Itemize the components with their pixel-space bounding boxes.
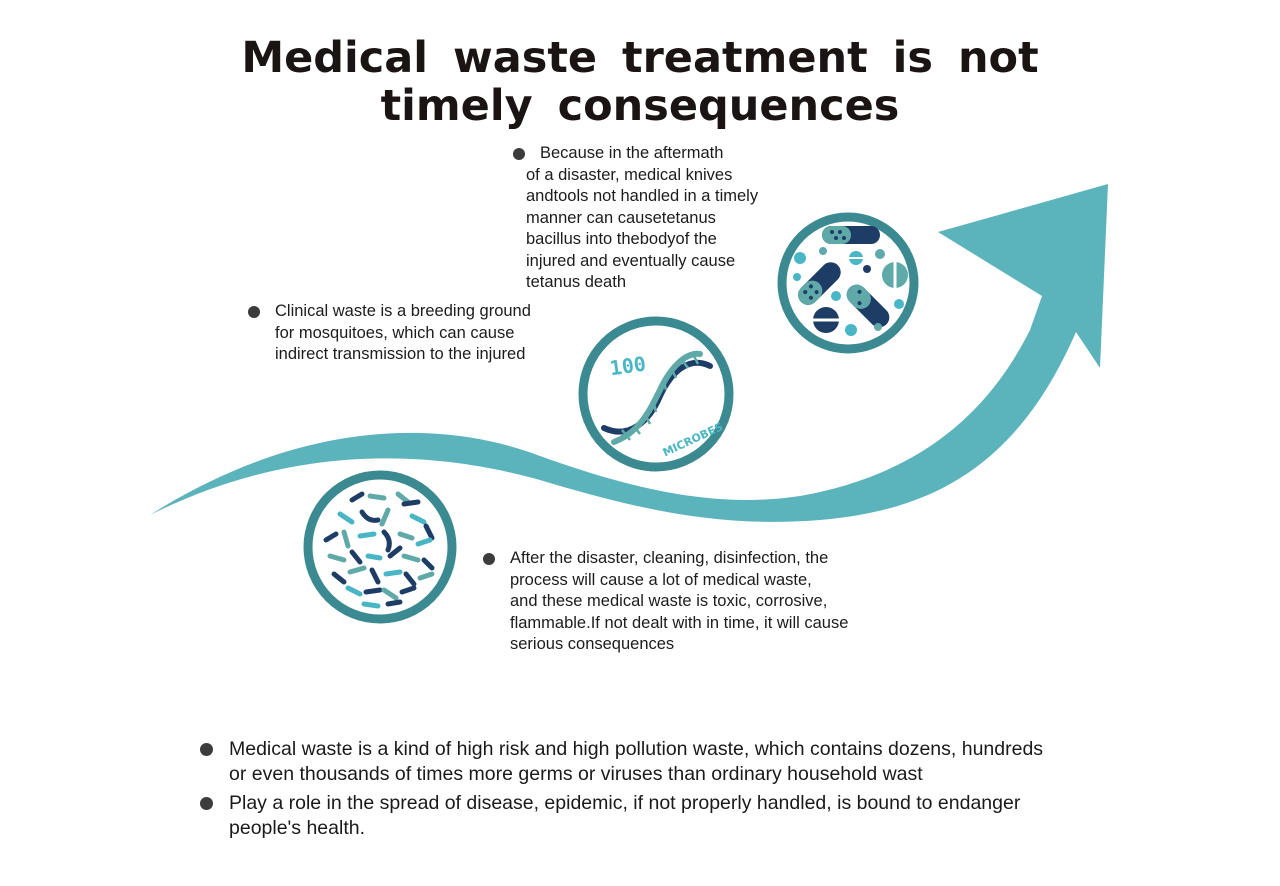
bottom-line: or even thousands of times more germs or… [229,763,923,785]
note-line: bacillus into thebodyof the [526,230,717,248]
bottom-item-1: Medical waste is a kind of high risk and… [200,737,1044,787]
dna-icon [601,350,713,445]
note-line: of a disaster, medical knives [526,165,733,184]
bottom-line: Medical waste is a kind of high risk and… [229,738,1044,760]
note-disaster-knives: Because in the aftermath of a disaster, … [513,143,758,294]
capsule-icon [798,262,841,305]
note-line: flammable.If not dealt with in time, it … [510,613,849,632]
bullet-dot [513,148,525,160]
title-line-2: timely consequences [380,81,900,131]
tablet-icon [793,247,908,336]
note-line: After the disaster, cleaning, disinfecti… [510,549,829,567]
bacteria-circle [303,470,457,624]
pills-circle [777,212,919,354]
note-line: manner can causetetanus [526,208,716,227]
page-title: Medical waste treatment is not timely co… [0,34,1280,130]
note-line: Because in the aftermath [540,144,724,162]
note-line: Clinical waste is a breeding ground [275,302,531,320]
note-line: and these medical waste is toxic, corros… [510,592,828,610]
dna-top-label: 100 [608,351,647,380]
bullet-dot [200,743,213,756]
note-line: for mosquitoes, which can cause [275,323,515,342]
growth-arrow [150,184,1108,522]
note-line: indirect transmission to the injured [275,345,526,363]
bottom-item-2: Play a role in the spread of disease, ep… [200,791,1021,841]
note-line: tetanus death [526,273,626,291]
note-line: process will cause a lot of medical wast… [510,570,812,589]
bullet-dot [248,306,260,318]
note-line: andtools not handled in a timely [526,187,759,205]
dna-circle: 100 MICROBES [578,316,734,472]
capsule-icon [846,284,890,328]
bacteria-icon [323,491,435,609]
title-line-1: Medical waste treatment is not [241,33,1039,83]
bullet-dot [483,553,495,565]
note-cleaning: After the disaster, cleaning, disinfecti… [483,548,849,656]
bullet-dot [200,797,213,810]
note-mosquitoes: Clinical waste is a breeding ground for … [248,301,531,366]
capsule-icon [822,226,880,244]
note-line: serious consequences [510,635,675,653]
bottom-line: people's health. [229,817,365,839]
note-line: injured and eventually cause [526,251,736,270]
bottom-line: Play a role in the spread of disease, ep… [229,792,1021,814]
